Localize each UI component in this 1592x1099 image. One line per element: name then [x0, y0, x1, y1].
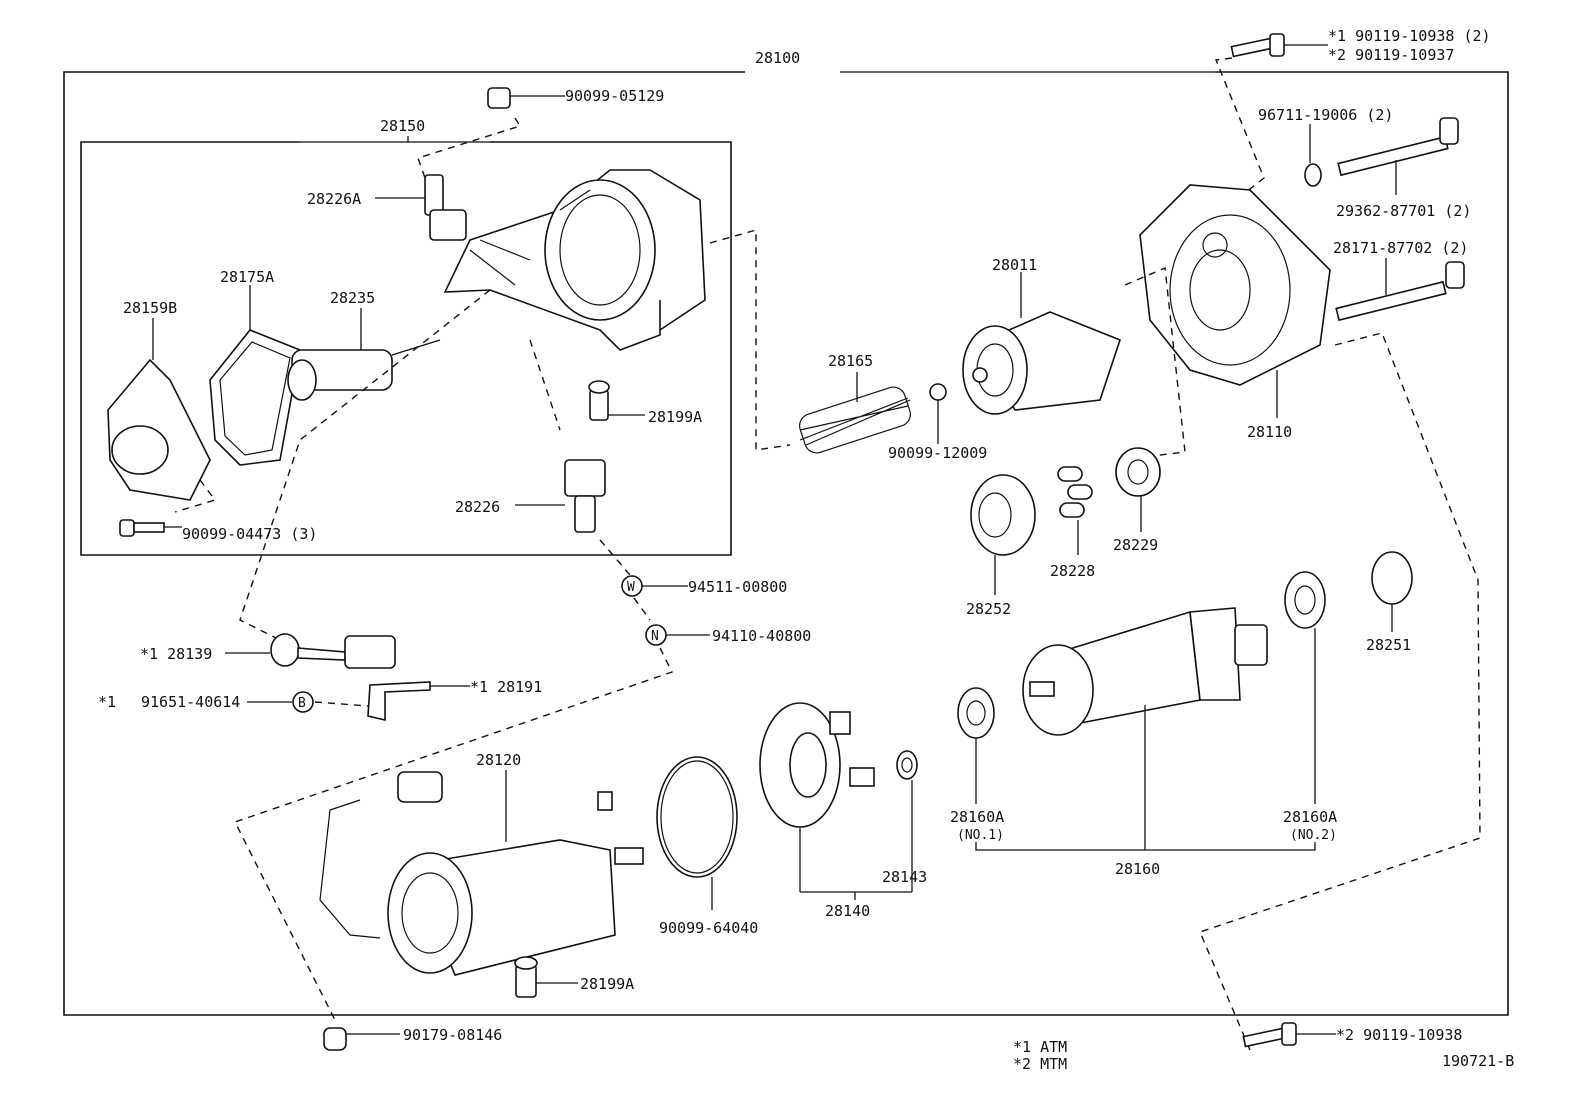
label-washer-w: 94511-00800	[688, 578, 787, 596]
label-28226: 28226	[455, 498, 500, 516]
bolt-top-right: *1 90119-10938 (2) *2 90119-10937	[1215, 27, 1491, 201]
label-28165: 28165	[828, 352, 873, 370]
bolt-28199A-top: 28199A	[588, 380, 702, 426]
label-28160A-1-sub: (NO.1)	[957, 828, 1004, 843]
label-28199A-bottom: 28199A	[580, 975, 634, 993]
label-oring: 90099-64040	[659, 919, 758, 937]
spring-28165: 28165	[799, 352, 911, 454]
figure-number: 190721-B	[1442, 1052, 1514, 1070]
label-ball: 90099-12009	[888, 444, 987, 462]
gasket-28175A: 28175A	[209, 268, 301, 466]
circle-b: B	[298, 696, 306, 711]
label-28226A: 28226A	[307, 190, 361, 208]
label-28100: 28100	[755, 49, 800, 67]
label-bolt-b: 91651-40614	[141, 693, 240, 711]
plunger-28235: 28235	[287, 289, 441, 401]
bolt-29362-87701: 29362-87701 (2)	[1336, 117, 1471, 220]
label-top-bolt-1: *1 90119-10938 (2)	[1328, 27, 1491, 45]
spring-28143: 28143	[882, 750, 927, 892]
nut-90179-08146: 90179-08146	[323, 1026, 502, 1051]
label-28110: 28110	[1247, 423, 1292, 441]
washer-96711-19006: 96711-19006 (2)	[1258, 106, 1393, 187]
bolt-28199A-bottom: 28199A	[514, 956, 634, 998]
label-28150: 28150	[380, 117, 425, 135]
lead-wire-28139: *1 28139	[140, 289, 491, 669]
label-28160A-2: 28160A	[1283, 808, 1337, 826]
clutch-28011: 28011	[962, 256, 1121, 415]
terminal-28226: 28226	[455, 339, 631, 576]
part-28228: 28228	[1050, 466, 1095, 580]
label-bolt-87701: 29362-87701 (2)	[1336, 202, 1471, 220]
solenoid-housing	[443, 169, 706, 351]
label-28139: *1 28139	[140, 645, 212, 663]
label-nut-08146: 90179-08146	[403, 1026, 502, 1044]
label-bolt-b-star: *1	[98, 693, 116, 711]
part-28229: 28229	[1113, 447, 1161, 554]
bearing-28160A-no1: 28160A (NO.1)	[950, 687, 1004, 843]
gear-28251: 28251	[1366, 551, 1413, 654]
gear-28252: 28252	[966, 474, 1036, 618]
label-28175A: 28175A	[220, 268, 274, 286]
label-28143: 28143	[882, 868, 927, 886]
nut-94110-40800: N 94110-40800	[645, 624, 811, 646]
label-28191: *1 28191	[470, 678, 542, 696]
label-28120: 28120	[476, 751, 521, 769]
label-bolt-87702: 28171-87702 (2)	[1333, 239, 1468, 257]
label-28251: 28251	[1366, 636, 1411, 654]
label-28160A-2-sub: (NO.2)	[1290, 828, 1337, 843]
label-28199A-top: 28199A	[648, 408, 702, 426]
label-washer-19006: 96711-19006 (2)	[1258, 106, 1393, 124]
label-nut-n: 94110-40800	[712, 627, 811, 645]
label-28160: 28160	[1115, 860, 1160, 878]
brush-holder-28140: 28140	[759, 702, 912, 920]
label-nut-05129: 90099-05129	[565, 87, 664, 105]
ball-90099-12009: 90099-12009	[888, 383, 987, 462]
subassembly-frame-28150: 28150	[80, 117, 732, 556]
label-28228: 28228	[1050, 562, 1095, 580]
legend-mtm: *2 MTM	[1013, 1055, 1067, 1073]
housing-28110: 28110	[1139, 184, 1331, 441]
bracket-28191: *1 28191	[367, 678, 542, 722]
legend-atm: *1 ATM	[1013, 1038, 1067, 1056]
label-screw-04473: 90099-04473 (3)	[182, 525, 317, 543]
bolt-91651-40614: *1 91651-40614 B	[98, 691, 369, 713]
yoke-28120: 28120	[319, 751, 644, 976]
bolt-bottom-right: *2 90119-10938	[1242, 1022, 1462, 1048]
label-top-bolt-2: *2 90119-10937	[1328, 46, 1454, 64]
terminal-28226A: 28226A	[307, 174, 467, 241]
label-28140: 28140	[825, 902, 870, 920]
assembly-frame-28100: 28100	[63, 49, 1509, 1016]
cover-28159B: 28159B	[107, 299, 211, 501]
label-28235: 28235	[330, 289, 375, 307]
bearing-28160A-no2: 28160A (NO.2)	[1283, 571, 1337, 843]
bolt-28171-87702: 28171-87702 (2)	[1333, 239, 1468, 322]
circle-n: N	[651, 629, 659, 644]
washer-94511-00800: W 94511-00800	[621, 575, 787, 597]
armature-28160: 28160	[1022, 607, 1268, 878]
label-28011: 28011	[992, 256, 1037, 274]
circle-w: W	[627, 580, 635, 595]
screw-90099-04473: 90099-04473 (3)	[119, 479, 317, 543]
label-28229: 28229	[1113, 536, 1158, 554]
oring-90099-64040: 90099-64040	[656, 756, 758, 937]
label-28159B: 28159B	[123, 299, 177, 317]
nut-90099-05129: 90099-05129	[417, 87, 664, 179]
label-28252: 28252	[966, 600, 1011, 618]
legend: *1 ATM *2 MTM	[1013, 1038, 1067, 1073]
label-28160A-1: 28160A	[950, 808, 1004, 826]
label-bottom-bolt: *2 90119-10938	[1336, 1026, 1462, 1044]
